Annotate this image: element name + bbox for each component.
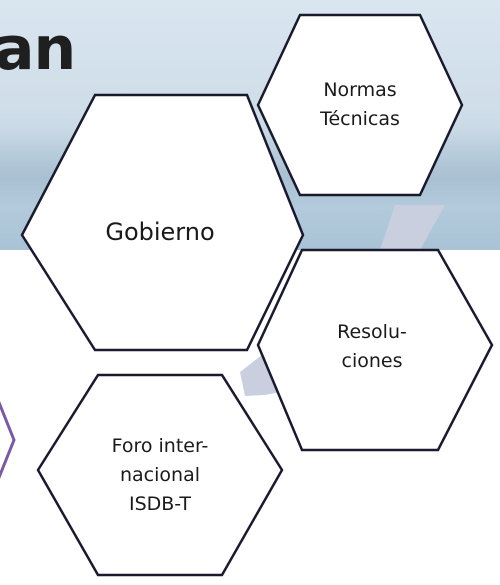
hex-node-gobierno[interactable]: Gobierno — [20, 93, 305, 352]
node-label-foro-line-2: nacional — [120, 464, 200, 486]
slide-title-fragment: an — [0, 14, 76, 84]
node-label-normas-line-2: Técnicas — [319, 108, 400, 130]
node-label-foro-line-3: ISDB-T — [129, 493, 191, 515]
node-label-resoluciones-line-1: Resolu- — [337, 321, 407, 343]
node-label-gobierno: Gobierno — [105, 218, 214, 246]
chevron-right-icon — [0, 400, 16, 480]
hex-node-foro[interactable]: Foro inter- nacional ISDB-T — [36, 373, 284, 577]
node-label-resoluciones-line-2: ciones — [342, 350, 403, 372]
hex-node-resoluciones[interactable]: Resolu- ciones — [256, 248, 494, 452]
connector-normas-resoluciones — [380, 205, 445, 250]
node-label-normas-line-1: Normas — [323, 79, 396, 101]
node-label-foro-line-1: Foro inter- — [112, 435, 209, 457]
hex-node-normas[interactable]: Normas Técnicas — [256, 13, 464, 197]
